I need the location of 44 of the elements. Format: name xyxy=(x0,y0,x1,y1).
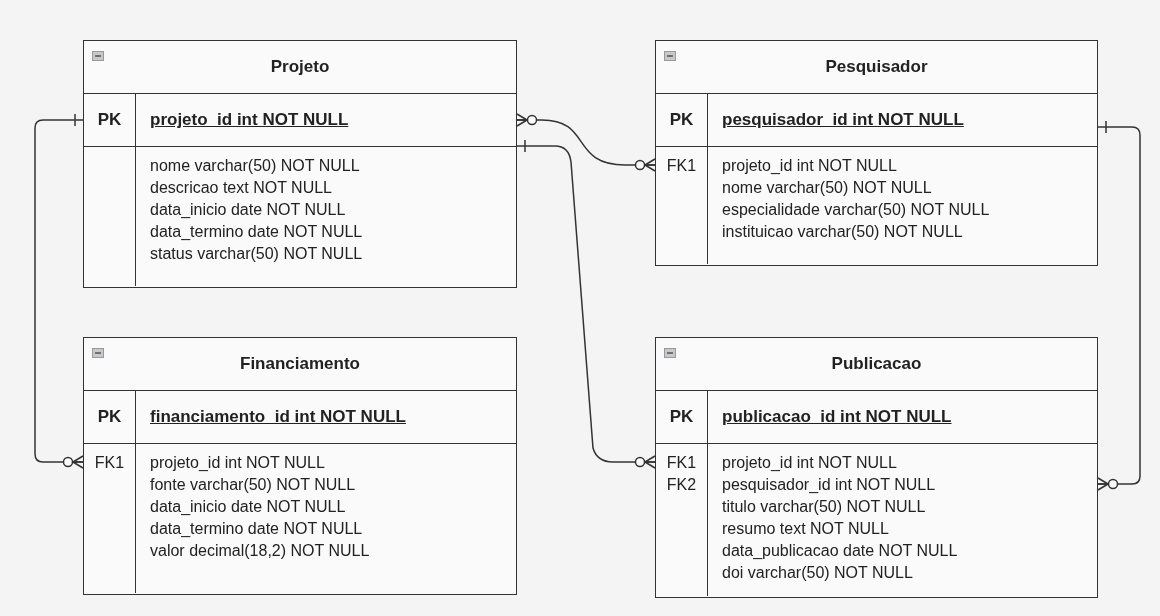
key-label: PK xyxy=(97,110,122,130)
field-text: nome varchar(50) NOT NULL xyxy=(150,156,361,176)
field-text: especialidade varchar(50) NOT NULL xyxy=(722,200,990,220)
key-label: FK1 xyxy=(94,453,125,473)
key-label: FK1 xyxy=(666,156,697,176)
entity-table xyxy=(655,337,1098,598)
table-title: Pesquisador xyxy=(825,57,928,77)
primary-key-field: pesquisador_id int NOT NULL xyxy=(722,110,964,130)
field-text: pesquisador_id int NOT NULL xyxy=(722,475,937,495)
field-text: descricao text NOT NULL xyxy=(150,178,333,198)
field-text: resumo text NOT NULL xyxy=(722,519,890,539)
field-text: fonte varchar(50) NOT NULL xyxy=(150,475,357,495)
field-text: data_publicacao date NOT NULL xyxy=(722,541,958,561)
entity-table xyxy=(655,40,1098,266)
field-text: nome varchar(50) NOT NULL xyxy=(722,178,933,198)
relationship-line xyxy=(516,113,656,172)
field-text: valor decimal(18,2) NOT NULL xyxy=(150,541,370,561)
entity-table xyxy=(83,337,517,595)
field-text: instituicao varchar(50) NOT NULL xyxy=(722,222,964,242)
relationship-line xyxy=(1097,120,1141,491)
table-title: Publicacao xyxy=(831,354,922,374)
field-text: data_inicio date NOT NULL xyxy=(150,497,347,517)
field-text: doi varchar(50) NOT NULL xyxy=(722,563,914,583)
table-title: Projeto xyxy=(270,57,330,77)
field-text: titulo varchar(50) NOT NULL xyxy=(722,497,927,517)
key-label: FK2 xyxy=(666,475,697,495)
primary-key-field: projeto_id int NOT NULL xyxy=(150,110,349,130)
relationship-line xyxy=(516,139,656,469)
table-title: Financiamento xyxy=(240,354,360,374)
field-text: projeto_id int NOT NULL xyxy=(722,156,898,176)
field-text: projeto_id int NOT NULL xyxy=(722,453,898,473)
key-label: PK xyxy=(97,407,122,427)
key-label: FK1 xyxy=(666,453,697,473)
entity-table xyxy=(83,40,517,288)
primary-key-field: financiamento_id int NOT NULL xyxy=(150,407,406,427)
field-text: projeto_id int NOT NULL xyxy=(150,453,326,473)
relationship-line xyxy=(34,113,84,469)
key-label: PK xyxy=(669,407,694,427)
field-text: data_inicio date NOT NULL xyxy=(150,200,347,220)
field-text: status varchar(50) NOT NULL xyxy=(150,244,363,264)
field-text: data_termino date NOT NULL xyxy=(150,222,363,242)
key-label: PK xyxy=(669,110,694,130)
primary-key-field: publicacao_id int NOT NULL xyxy=(722,407,952,427)
field-text: data_termino date NOT NULL xyxy=(150,519,364,539)
